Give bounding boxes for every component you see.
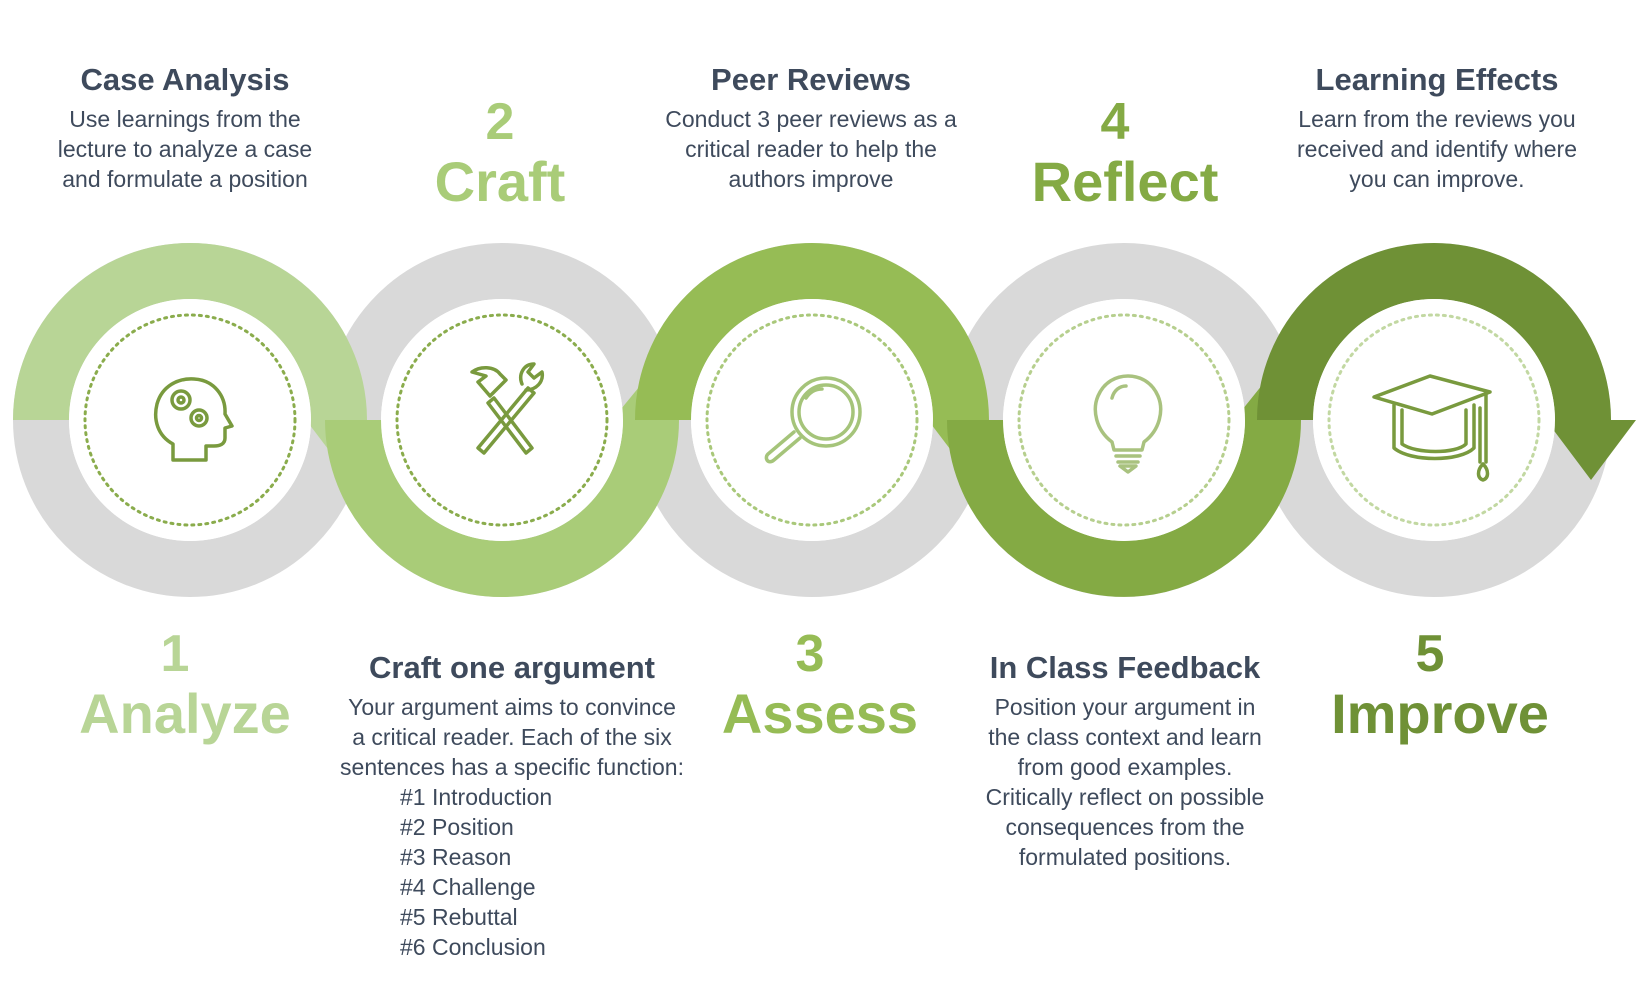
arc-craft — [325, 419, 679, 597]
learning-effects-description: Learn from the reviews you received and … — [1262, 104, 1612, 194]
desc-line: critical reader to help the — [685, 136, 937, 162]
step-1-number: 1 — [160, 625, 190, 683]
craft-argument-block: Craft one argument Your argument aims to… — [312, 650, 712, 962]
desc-line: and formulate a position — [62, 166, 308, 192]
learning-effects-block: Learning Effects Learn from the reviews … — [1262, 62, 1612, 194]
learning-effects-heading: Learning Effects — [1315, 62, 1559, 97]
list-item: #3 Reason — [400, 844, 512, 870]
in-class-feedback-block: In Class Feedback Position your argument… — [955, 650, 1295, 872]
desc-line: the class context and learn — [988, 724, 1262, 750]
lightbulb-icon — [1093, 374, 1163, 474]
peer-reviews-block: Peer Reviews Conduct 3 peer reviews as a… — [636, 62, 986, 194]
peer-reviews-heading: Peer Reviews — [711, 62, 911, 97]
craft-argument-description: Your argument aims to convince a critica… — [312, 692, 712, 782]
desc-line: Learn from the reviews you — [1298, 106, 1576, 132]
step-4-number: 4 — [1100, 93, 1130, 151]
arc-analyze — [13, 243, 367, 421]
argument-sentence-list: #1 Introduction #2 Position #3 Reason #4… — [400, 782, 712, 962]
dotted-circle-1 — [83, 313, 297, 527]
step-1-label: 1 Analyze — [60, 626, 310, 746]
arc-assess — [635, 243, 989, 421]
dotted-circle-3 — [705, 313, 919, 527]
head-gears-icon — [153, 377, 234, 462]
step-4-label: 4 Reflect — [1010, 94, 1240, 214]
desc-line: lecture to analyze a case — [57, 136, 313, 162]
desc-line: you can improve. — [1349, 166, 1525, 192]
desc-line: Conduct 3 peer reviews as a — [665, 106, 957, 132]
desc-line: consequences from the — [1005, 814, 1245, 840]
list-item: #4 Challenge — [400, 874, 536, 900]
step-1-name: Analyze — [79, 682, 291, 745]
list-item: #6 Conclusion — [400, 934, 546, 960]
desc-line: Position your argument in — [994, 694, 1256, 720]
inner-disc-5 — [1313, 299, 1555, 541]
craft-argument-heading: Craft one argument — [369, 650, 655, 685]
case-analysis-heading: Case Analysis — [80, 62, 290, 97]
graduation-cap-icon — [1372, 374, 1492, 482]
step-4-name: Reflect — [1031, 150, 1219, 213]
inner-disc-3 — [691, 299, 933, 541]
desc-line: sentences has a specific function: — [340, 754, 684, 780]
step-2-name: Craft — [434, 150, 566, 213]
green-arcs — [13, 243, 1636, 597]
peer-reviews-description: Conduct 3 peer reviews as a critical rea… — [636, 104, 986, 194]
dotted-circle-5 — [1327, 313, 1541, 527]
step-5-name: Improve — [1331, 682, 1549, 745]
arc-improve — [1257, 243, 1611, 421]
hammer-wrench-icon — [470, 362, 545, 455]
list-item: #1 Introduction — [400, 784, 553, 810]
in-class-feedback-heading: In Class Feedback — [989, 650, 1261, 685]
dotted-circle-2 — [395, 313, 609, 527]
arc-reflect — [947, 419, 1301, 597]
dotted-circle-4 — [1017, 313, 1231, 527]
list-item: #5 Rebuttal — [400, 904, 518, 930]
step-3-name: Assess — [721, 682, 919, 745]
step-3-label: 3 Assess — [700, 626, 940, 746]
desc-line: Use learnings from the — [69, 106, 301, 132]
desc-line: from good examples. — [1017, 754, 1233, 780]
desc-line: Your argument aims to convince — [348, 694, 676, 720]
step-2-label: 2 Craft — [400, 94, 600, 214]
arrow-improve — [1546, 420, 1636, 480]
in-class-feedback-description: Position your argument in the class cont… — [955, 692, 1295, 872]
inner-disc-4 — [1003, 299, 1245, 541]
desc-line: authors improve — [728, 166, 894, 192]
case-analysis-description: Use learnings from the lecture to analyz… — [30, 104, 340, 194]
step-5-number: 5 — [1415, 625, 1445, 683]
desc-line: a critical reader. Each of the six — [352, 724, 672, 750]
magnifier-icon — [764, 376, 862, 464]
list-item: #2 Position — [400, 814, 514, 840]
desc-line: received and identify where — [1297, 136, 1577, 162]
step-2-number: 2 — [485, 93, 515, 151]
step-5-label: 5 Improve — [1310, 626, 1570, 746]
step-3-number: 3 — [795, 625, 825, 683]
desc-line: Critically reflect on possible — [985, 784, 1265, 810]
case-analysis-block: Case Analysis Use learnings from the lec… — [30, 62, 340, 194]
desc-line: formulated positions. — [1018, 844, 1232, 870]
icon-discs — [69, 299, 1555, 541]
